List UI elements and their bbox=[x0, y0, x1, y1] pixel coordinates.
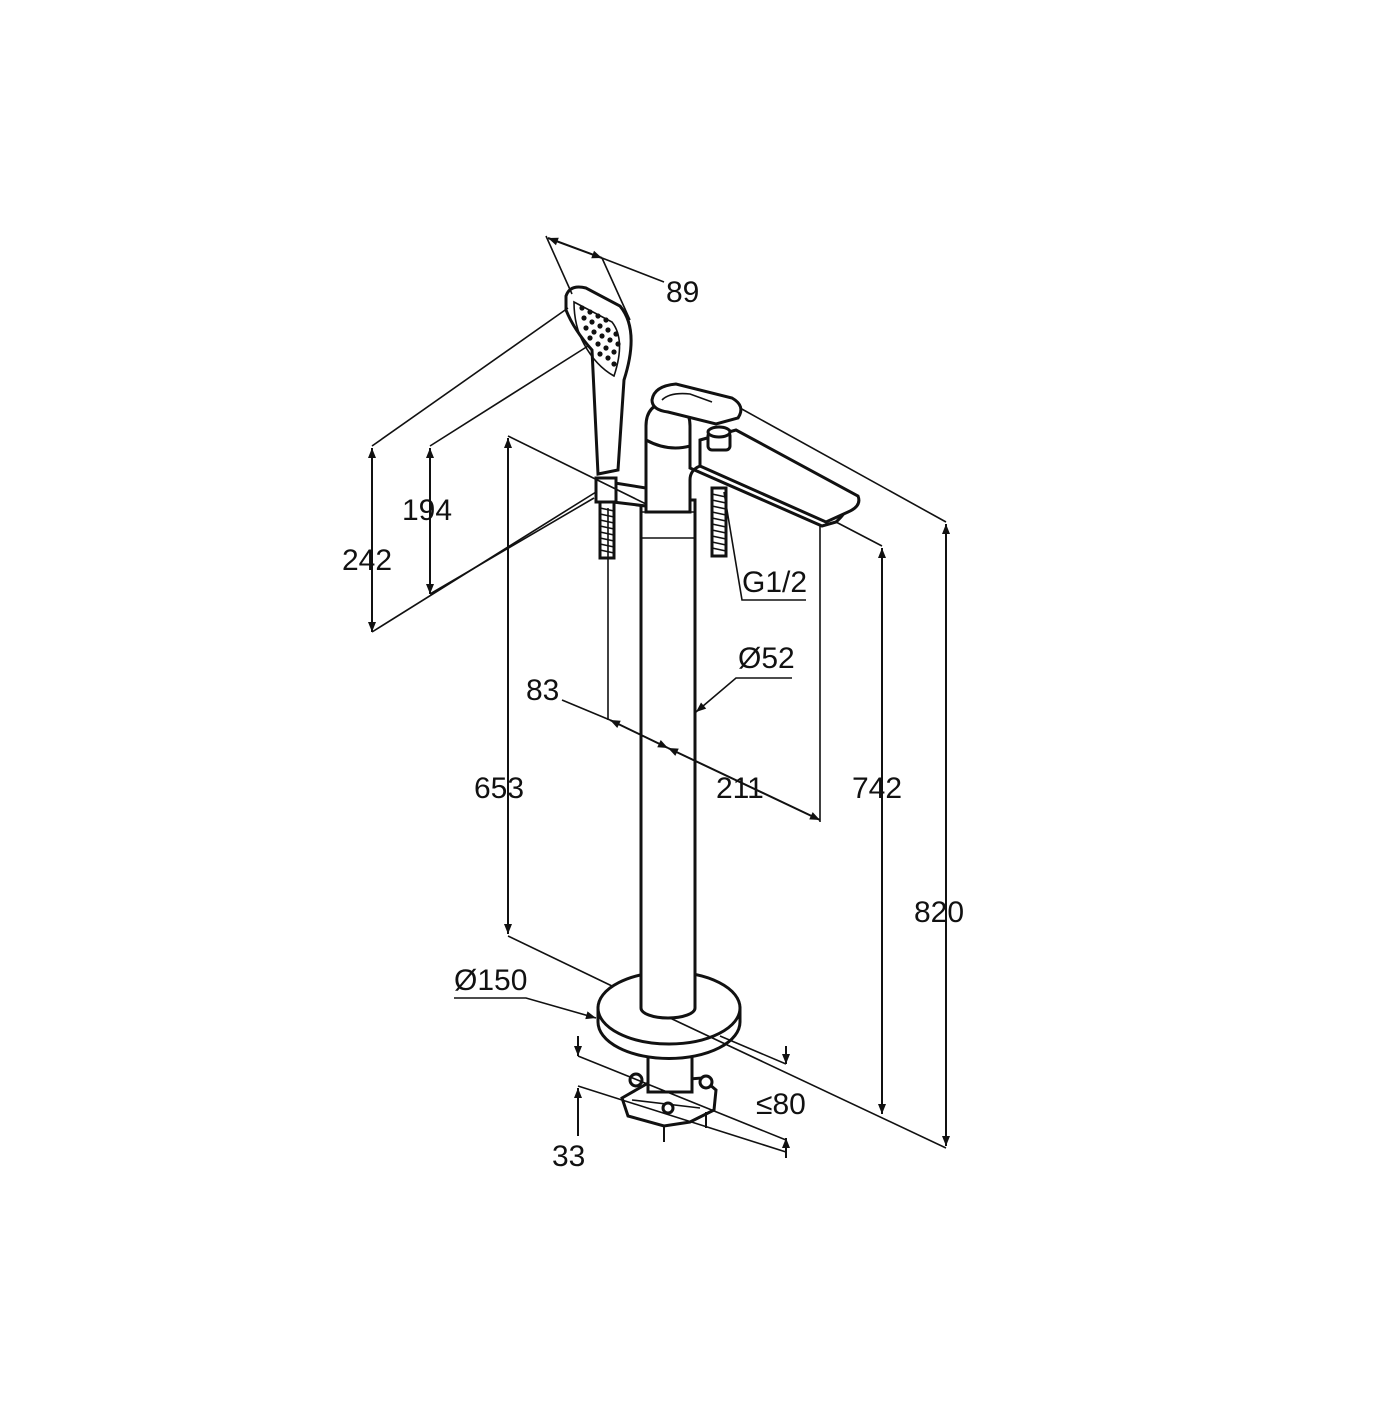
floor-fixing-bracket bbox=[620, 1054, 718, 1142]
label-le80: ≤80 bbox=[756, 1088, 806, 1121]
label-g12: G1/2 bbox=[742, 566, 807, 599]
label-d150: Ø150 bbox=[454, 964, 527, 997]
spout-body bbox=[644, 400, 861, 528]
label-89: 89 bbox=[666, 276, 699, 309]
dim-spout-height: 653 bbox=[474, 435, 647, 987]
threaded-hose-left bbox=[598, 500, 616, 560]
label-742: 742 bbox=[852, 772, 902, 805]
dim-spray-width: 89 bbox=[545, 235, 699, 321]
dim-floor-depth: ≤80 33 bbox=[552, 1035, 806, 1173]
label-653: 653 bbox=[474, 772, 524, 805]
spray-nozzles bbox=[579, 305, 621, 367]
label-194: 194 bbox=[402, 494, 452, 527]
dim-reach: 83 211 bbox=[526, 508, 821, 822]
label-d52: Ø52 bbox=[738, 642, 795, 675]
dim-connection-thread: G1/2 bbox=[723, 491, 807, 601]
diverter-knob[interactable] bbox=[706, 425, 732, 452]
dim-pipe-diameter: Ø52 bbox=[695, 642, 795, 713]
dim-overall-height: 742 820 bbox=[669, 407, 964, 1149]
dim-hand-shower: 194 242 bbox=[342, 307, 597, 633]
label-242: 242 bbox=[342, 544, 392, 577]
threaded-hose-right bbox=[710, 486, 728, 558]
label-33: 33 bbox=[552, 1140, 585, 1173]
hand-shower[interactable] bbox=[564, 285, 633, 476]
dim-base-diameter: Ø150 bbox=[454, 964, 597, 1020]
label-83: 83 bbox=[526, 674, 559, 707]
main-column bbox=[639, 498, 697, 1020]
label-211: 211 bbox=[716, 772, 764, 805]
label-820: 820 bbox=[914, 896, 964, 929]
